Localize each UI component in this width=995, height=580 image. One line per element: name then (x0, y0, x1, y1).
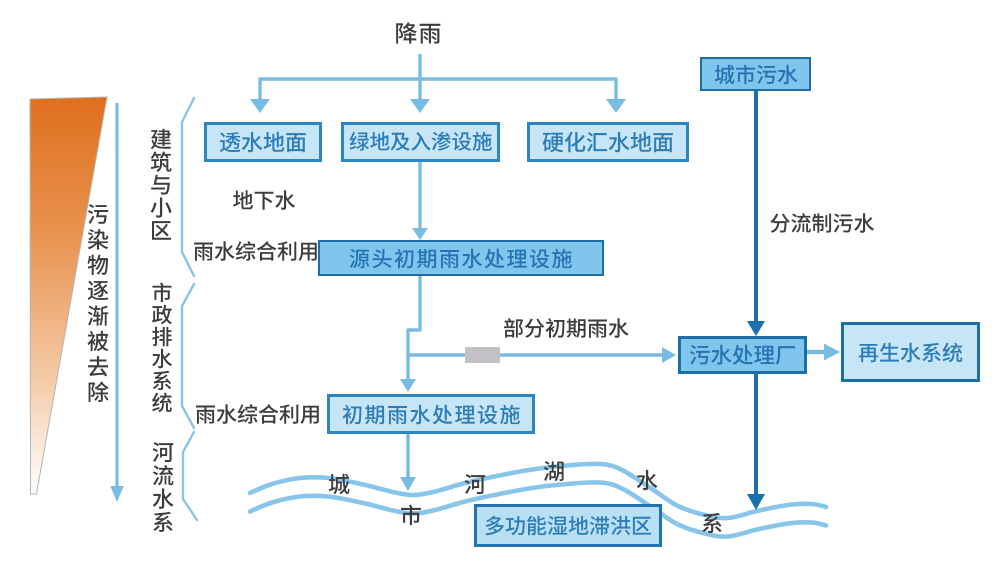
river-char-3 (543, 460, 565, 482)
arrowheads-light (250, 99, 840, 491)
flow-restrictor-segment (465, 347, 500, 363)
node-hardened-catchment-label (542, 131, 674, 153)
label-section-buildings (150, 128, 172, 241)
node-sewage-plant-label (689, 344, 797, 366)
label-groundwater (233, 190, 296, 211)
label-section-river (152, 441, 174, 533)
node-initial-rain-treatment-label (342, 404, 521, 425)
node-wetland-detention (474, 504, 662, 547)
label-rainwater-reuse-upper (193, 241, 319, 262)
node-reclaimed-water-system (841, 322, 980, 382)
node-urban-sewage-label (714, 64, 798, 85)
node-green-infiltration (341, 121, 500, 162)
label-partial-initial-rain (503, 318, 629, 339)
node-sewage-plant (678, 336, 807, 374)
river-char-2 (464, 473, 486, 495)
node-source-initial-treatment (318, 240, 604, 276)
connectors-light (258, 54, 826, 478)
river-char-4 (636, 469, 658, 491)
node-permeable-ground-label (219, 131, 307, 153)
node-source-initial-treatment-label (349, 248, 573, 269)
node-permeable-ground (204, 121, 322, 162)
node-reclaimed-water-system-label (858, 342, 963, 363)
label-rainfall (395, 22, 442, 45)
node-initial-rain-treatment (327, 394, 535, 434)
arrowheads-dark (747, 321, 765, 510)
label-rainwater-reuse-lower (195, 404, 321, 425)
brace-municipal (180, 282, 196, 430)
node-hardened-catchment (527, 121, 689, 162)
node-urban-sewage (700, 57, 811, 91)
brace-river (181, 430, 199, 522)
label-separate-system-sewage (770, 213, 875, 234)
label-pollutant-removal (87, 203, 109, 403)
pollutant-removal-arrow (110, 103, 124, 502)
label-section-municipal (152, 282, 173, 413)
river-char-5 (701, 512, 723, 534)
node-wetland-detention-label (484, 515, 652, 536)
river-char-0 (328, 473, 350, 495)
brace-buildings (180, 96, 196, 278)
river-char-1 (400, 504, 422, 526)
pollutant-gradient-wedge (29, 96, 108, 495)
node-green-infiltration-label (349, 131, 493, 152)
